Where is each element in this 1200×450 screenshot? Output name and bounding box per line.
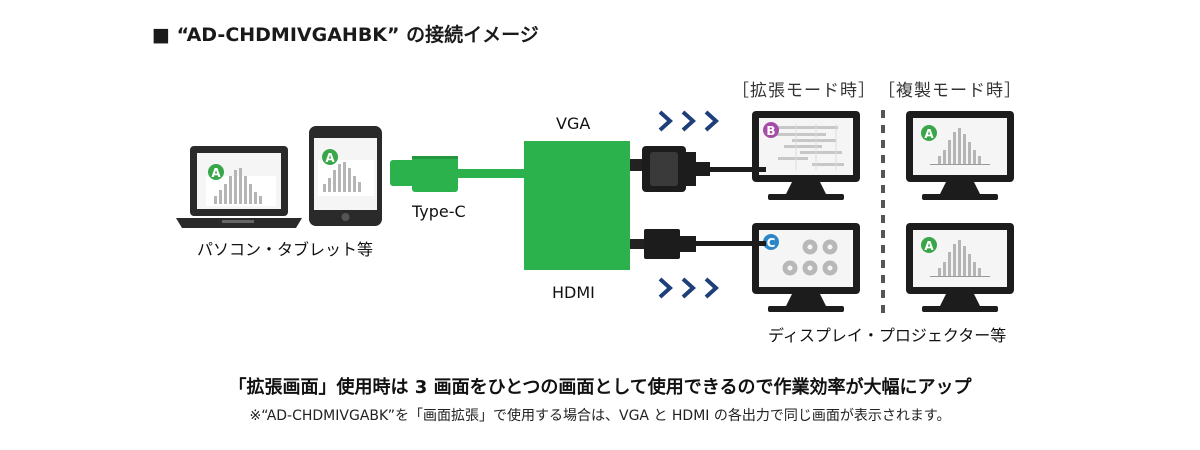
hdmi-cable-end: [758, 241, 766, 246]
caption-main: 「拡張画面」使用時は 3 画面をひとつの画面として使用できるので作業効率が大幅に…: [228, 377, 972, 398]
monitor-extended-hdmi: C: [752, 223, 860, 312]
badge-a-text: A: [211, 166, 221, 180]
svg-text:A: A: [924, 127, 934, 141]
source-devices-label: パソコン・タブレット等: [197, 240, 374, 259]
monitor-mirror-top: A: [906, 111, 1014, 200]
arrow-icons-bottom: [658, 277, 719, 299]
caption-note: ※“AD-CHDMIVGABK”を「画面拡張」で使用する場合は、VGA と HD…: [249, 408, 951, 424]
monitor-extended-vga: B: [752, 111, 860, 200]
vga-label: VGA: [556, 114, 591, 133]
badge-a-icon: [322, 149, 338, 165]
typec-label: Type-C: [412, 202, 466, 221]
badge-a-icon: [208, 164, 224, 180]
laptop: A: [176, 146, 302, 228]
page-title: ■ “AD-CHDMIVGAHBK” の接続イメージ: [152, 24, 539, 46]
hdmi-connector: [630, 229, 760, 259]
displays-label: ディスプレイ・プロジェクター等: [768, 326, 1007, 345]
extended-mode-label: ［拡張モード時］: [732, 81, 876, 101]
connection-diagram: A A: [176, 110, 1014, 318]
arrow-icons-top: [658, 110, 719, 132]
adapter-box: [524, 141, 630, 270]
typec-cable: [390, 156, 526, 192]
monitor-mirror-bottom: A: [906, 223, 1014, 312]
svg-text:A: A: [924, 239, 934, 253]
vga-cable-end: [758, 167, 766, 172]
hdmi-label: HDMI: [552, 283, 595, 302]
vga-connector: [630, 146, 760, 192]
tablet: A: [309, 126, 382, 226]
badge-b-text: B: [766, 124, 775, 138]
svg-text:A: A: [325, 151, 335, 165]
badge-c-text: C: [767, 236, 776, 250]
mirror-mode-label: ［複製モード時］: [878, 81, 1022, 101]
